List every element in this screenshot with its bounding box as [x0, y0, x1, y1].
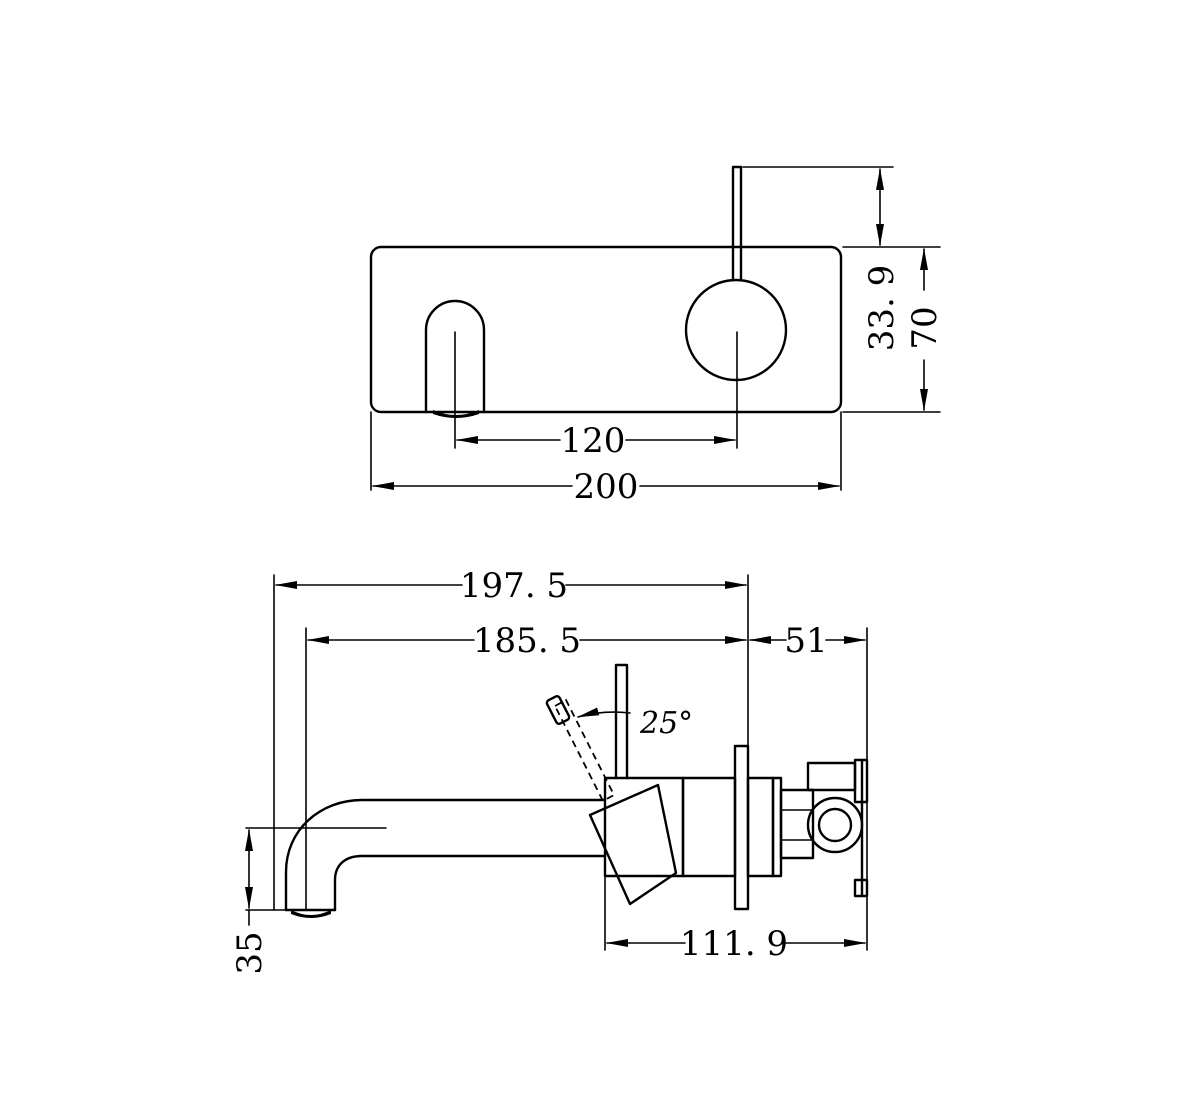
dimension-35: 35	[230, 829, 270, 975]
dim-label-185-5: 185. 5	[473, 621, 581, 661]
lever	[731, 165, 743, 282]
dimension-111-9: 111. 9	[606, 924, 866, 964]
spout-body	[284, 798, 607, 912]
spout-outlet	[424, 299, 486, 414]
wall-plate	[369, 245, 843, 414]
spout-outlet-shadow	[433, 410, 479, 418]
dimension-70: 70	[905, 248, 945, 411]
mounting-flange	[733, 744, 750, 911]
valve-body	[806, 796, 864, 854]
mixer-cartridge	[681, 776, 737, 878]
dim-label-70: 70	[905, 306, 945, 349]
side-view: 25° 197. 5 185. 5	[230, 566, 869, 975]
dim-label-51: 51	[784, 621, 827, 661]
dim-label-35: 35	[230, 931, 270, 974]
front-view: 120 200 33. 9 70	[369, 165, 945, 507]
dimension-51: 51	[749, 621, 866, 661]
dim-label-200: 200	[574, 467, 639, 507]
dimension-185-5: 185. 5	[307, 621, 747, 661]
handle-body	[603, 776, 685, 878]
lever-upright	[614, 663, 629, 780]
angle-label: 25°	[639, 706, 693, 741]
dimension-197-5: 197. 5	[275, 566, 747, 606]
dim-label-197-5: 197. 5	[460, 566, 568, 606]
dim-label-120: 120	[561, 421, 626, 461]
dimension-200: 200	[372, 467, 840, 507]
spout-tip-shadow	[291, 910, 331, 918]
dimension-120: 120	[456, 421, 736, 461]
handle-disc	[684, 278, 788, 382]
dim-label-111-9: 111. 9	[680, 924, 788, 964]
dimension-33-9: 33. 9	[862, 168, 902, 352]
dim-label-33-9: 33. 9	[862, 265, 902, 352]
